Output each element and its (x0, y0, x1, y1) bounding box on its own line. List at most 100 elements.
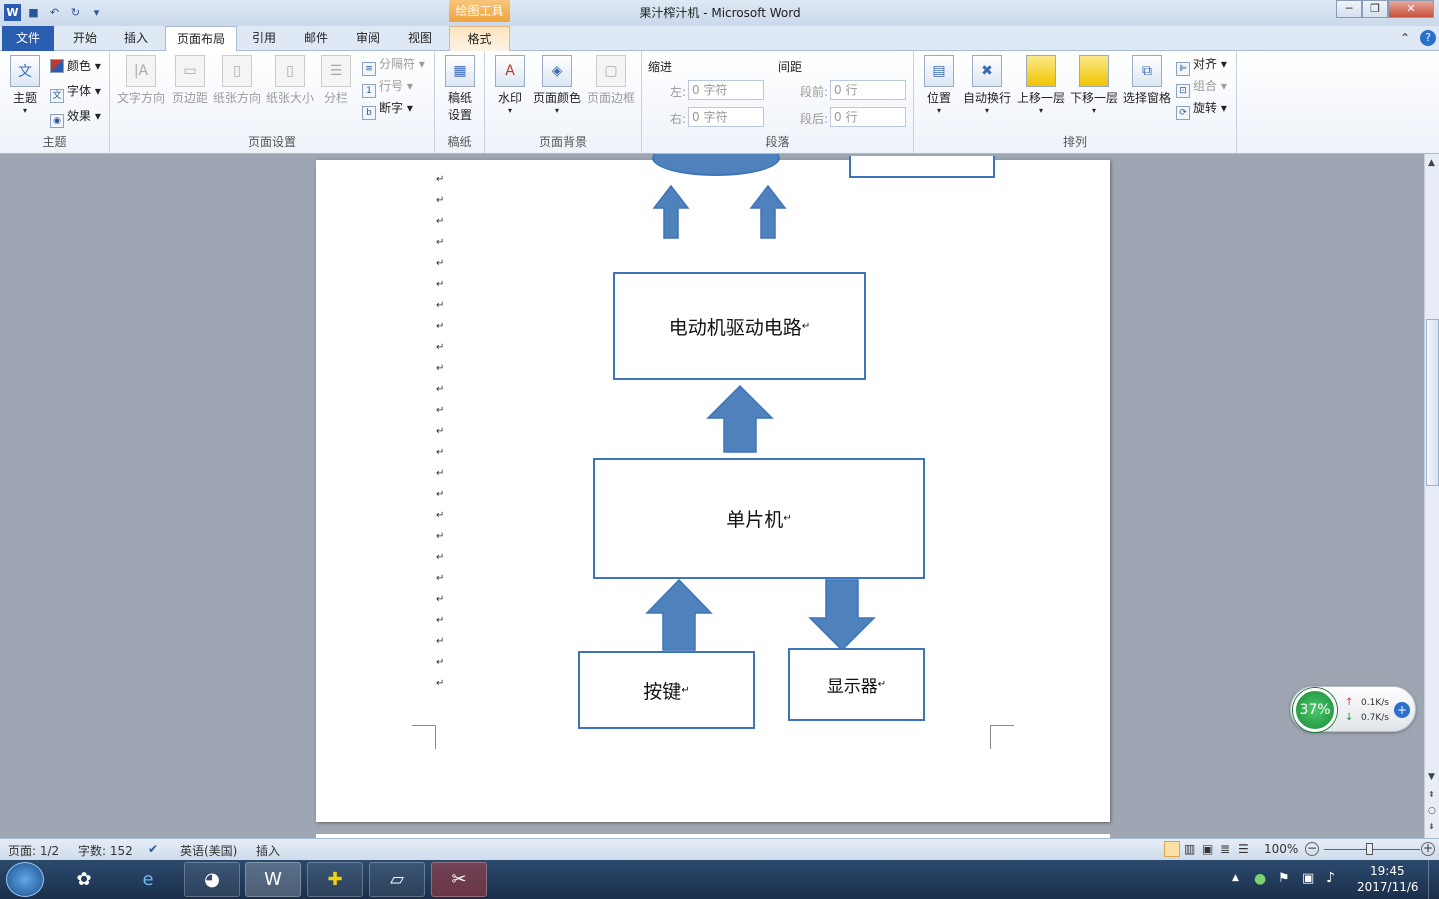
prev-page-icon[interactable]: ⇞ (1428, 790, 1435, 799)
zoom-level[interactable]: 100% (1264, 842, 1299, 856)
scroll-down-icon[interactable]: ▼ (1428, 772, 1435, 782)
orientation-button[interactable]: ▯ 纸张方向 (211, 55, 263, 106)
theme-effects-button[interactable]: ◉效果 ▾ (50, 107, 101, 128)
tab-format[interactable]: 格式 (449, 26, 510, 51)
word-count[interactable]: 字数: 152 (78, 844, 133, 858)
tab-review[interactable]: 审阅 (355, 31, 380, 45)
indent-left-input[interactable]: 0 字符 (688, 80, 764, 100)
web-layout-icon[interactable]: ▣ (1202, 842, 1214, 856)
scroll-up-icon[interactable]: ▲ (1428, 158, 1435, 168)
document-page[interactable]: ↵ ↵ ↵ ↵ ↵ ↵ ↵ ↵ ↵ ↵ ↵ ↵ ↵ ↵ ↵ ↵ ↵ ↵ ↵ ↵ … (316, 154, 1110, 822)
taskbar-app-360-icon[interactable]: ✿ (76, 869, 92, 890)
draft-view-icon[interactable]: ☰ (1238, 842, 1249, 856)
show-desktop-button[interactable] (1428, 860, 1439, 899)
tab-page-layout[interactable]: 页面布局 (165, 26, 237, 52)
tray-volume-icon[interactable]: ♪ (1326, 870, 1335, 886)
memory-usage-circle[interactable]: 37% (1293, 688, 1337, 732)
wrap-text-button[interactable]: ✖ 自动换行 ▾ (960, 55, 1014, 115)
network-speed-widget[interactable]: 37% ↑ 0.1K/s ↓ 0.7K/s + (1290, 686, 1416, 732)
page-count[interactable]: 页面: 1/2 (8, 844, 60, 858)
zoom-slider-thumb[interactable] (1366, 843, 1373, 855)
zoom-out-icon[interactable]: − (1305, 841, 1319, 856)
paragraph-mark: ↵ (436, 510, 445, 521)
proofing-icon[interactable]: ✔ (148, 842, 159, 856)
widget-plus-icon[interactable]: + (1394, 702, 1410, 718)
theme-colors-button[interactable]: 颜色 ▾ (50, 57, 101, 75)
position-button[interactable]: ▤ 位置 ▾ (916, 55, 962, 115)
columns-icon: ☰ (321, 55, 351, 87)
theme-fonts-button[interactable]: 文字体 ▾ (50, 82, 101, 103)
print-layout-view-icon[interactable] (1164, 841, 1180, 857)
zoom-in-icon[interactable]: + (1421, 841, 1435, 856)
help-icon[interactable]: ? (1420, 30, 1436, 46)
columns-button[interactable]: ☰ 分栏 (313, 55, 359, 106)
display-box[interactable]: 显示器↵ (788, 648, 925, 721)
selection-pane-label: 选择窗格 (1122, 91, 1171, 105)
vertical-scrollbar[interactable]: ▲ ▼ ⇞ ○ ⇟ (1424, 154, 1439, 838)
scroll-thumb[interactable] (1426, 319, 1439, 486)
indent-right-input[interactable]: 0 字符 (688, 107, 764, 127)
spacing-before-input[interactable]: 0 行 (830, 80, 906, 100)
taskbar-snipping-icon[interactable]: ✂ (431, 862, 487, 897)
rotate-button[interactable]: ⟳旋转 ▾ (1176, 99, 1227, 120)
clock-date[interactable]: 2017/11/6 (1357, 880, 1419, 894)
save-icon[interactable]: ■ (28, 6, 39, 19)
outline-view-icon[interactable]: ≣ (1220, 842, 1231, 856)
taskbar-ie-icon[interactable]: e (142, 869, 154, 890)
motor-driver-box[interactable]: 电动机驱动电路↵ (613, 272, 866, 380)
full-screen-reading-icon[interactable]: ▥ (1184, 842, 1196, 856)
watermark-button[interactable]: A 水印 ▾ (487, 55, 533, 115)
tab-file[interactable]: 文件 (2, 26, 54, 51)
tab-references[interactable]: 引用 (251, 31, 276, 45)
draft-paper-setup-button[interactable]: ▦ 稿纸 设置 (437, 55, 483, 123)
document-area[interactable]: ↵ ↵ ↵ ↵ ↵ ↵ ↵ ↵ ↵ ↵ ↵ ↵ ↵ ↵ ↵ ↵ ↵ ↵ ↵ ↵ … (0, 154, 1424, 838)
mcu-box[interactable]: 单片机↵ (593, 458, 925, 579)
ribbon-collapse-icon[interactable]: ⌃ (1400, 31, 1411, 45)
language[interactable]: 英语(美国) (180, 844, 238, 858)
selection-pane-button[interactable]: ⧉ 选择窗格 (1120, 55, 1174, 106)
spacing-after-input[interactable]: 0 行 (830, 107, 906, 127)
browse-object-icon[interactable]: ○ (1428, 806, 1436, 816)
tab-insert[interactable]: 插入 (123, 31, 148, 45)
ellipse-shape-top[interactable] (652, 154, 780, 176)
size-button[interactable]: ▯ 纸张大小 (264, 55, 316, 106)
clock-time[interactable]: 19:45 (1370, 864, 1405, 878)
taskbar-plus-app-icon[interactable]: ✚ (307, 862, 363, 897)
tab-mailings[interactable]: 邮件 (303, 31, 328, 45)
tray-security-icon[interactable]: ● (1254, 871, 1267, 887)
box-top-right-partial[interactable] (849, 156, 995, 178)
margins-button[interactable]: ▭ 页边距 (167, 55, 213, 106)
start-button-icon[interactable] (6, 862, 44, 897)
page-border-button[interactable]: ▢ 页面边框 (585, 55, 637, 106)
page-color-button[interactable]: ◈ 页面颜色 ▾ (531, 55, 583, 115)
tray-network-icon[interactable]: ▣ (1302, 871, 1315, 886)
tray-flag-icon[interactable]: ⚑ (1278, 871, 1290, 886)
maximize-button[interactable]: ❐ (1362, 0, 1388, 18)
redo-icon[interactable]: ↻ (70, 6, 81, 19)
text-direction-button[interactable]: |A 文字方向 (115, 55, 167, 106)
breaks-button[interactable]: ≡分隔符 ▾ (362, 55, 425, 76)
next-page-icon[interactable]: ⇟ (1428, 822, 1435, 831)
align-button[interactable]: ⊫对齐 ▾ (1176, 55, 1227, 76)
taskbar-word-icon[interactable]: W (245, 862, 301, 897)
tab-home[interactable]: 开始 (72, 31, 97, 45)
undo-icon[interactable]: ↶ (49, 6, 60, 19)
tray-show-hidden-icon[interactable]: ▲ (1232, 873, 1239, 883)
themes-button[interactable]: 文 主题 ▾ (2, 55, 48, 115)
customize-qat-icon[interactable]: ▾ (93, 6, 100, 19)
close-button[interactable]: ✕ (1388, 0, 1434, 18)
arrow-up-to-driver (706, 384, 774, 453)
tab-view[interactable]: 视图 (407, 31, 432, 45)
keys-box[interactable]: 按键↵ (578, 651, 755, 729)
insert-mode[interactable]: 插入 (256, 844, 281, 858)
minimize-button[interactable]: ─ (1336, 0, 1362, 18)
spacing-heading: 间距 (778, 60, 803, 74)
send-backward-button[interactable]: 下移一层 ▾ (1067, 55, 1121, 115)
taskbar-color-app-icon[interactable]: ◕ (184, 862, 240, 897)
taskbar-notepad-icon[interactable]: ▱ (369, 862, 425, 897)
bring-forward-button[interactable]: 上移一层 ▾ (1014, 55, 1068, 115)
group-draft-paper: ▦ 稿纸 设置 稿纸 (435, 51, 485, 153)
group-objects-button[interactable]: ⊡组合 ▾ (1176, 77, 1227, 98)
